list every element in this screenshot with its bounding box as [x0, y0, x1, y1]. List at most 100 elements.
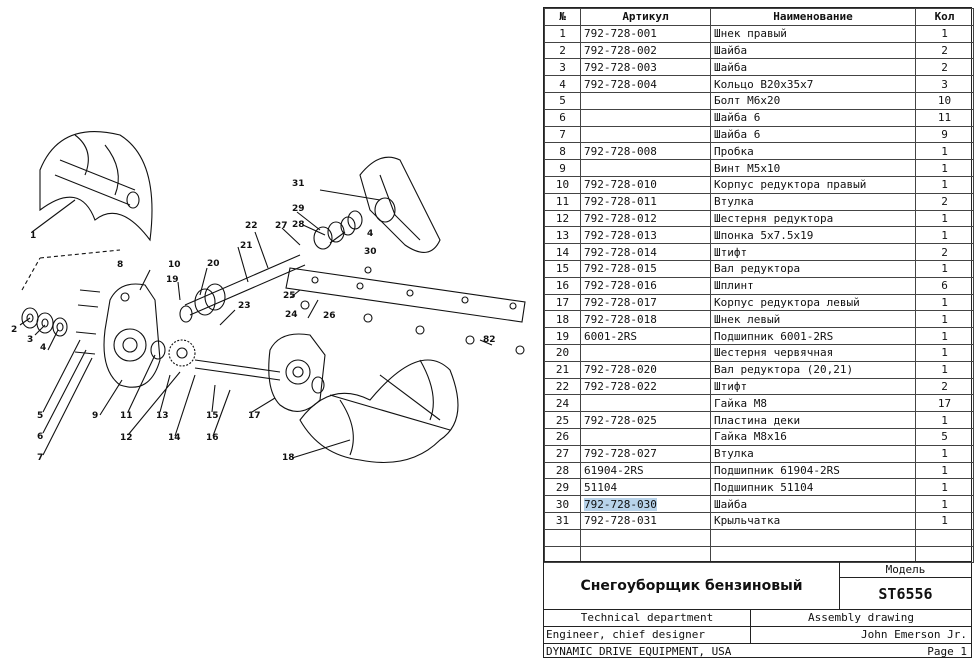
callout-23: 23 — [238, 301, 251, 311]
row-no: 28 — [544, 461, 581, 480]
row-article: 792-728-022 — [580, 377, 711, 396]
row-article: 792-728-018 — [580, 310, 711, 329]
table-row — [544, 528, 974, 547]
row-no: 25 — [544, 411, 581, 429]
row-qty — [915, 545, 974, 564]
row-name: Шнек правый — [710, 24, 916, 43]
row-name: Шайба — [710, 58, 916, 77]
title-row-dept: Technical department Assembly drawing — [544, 609, 971, 626]
callout-25: 25 — [283, 291, 296, 301]
callout-6: 6 — [37, 432, 43, 442]
callout-30: 30 — [364, 247, 377, 257]
row-article — [580, 394, 711, 413]
row-no: 26 — [544, 427, 581, 446]
row-name: Шнек левый — [710, 310, 916, 329]
row-no: 19 — [544, 327, 581, 345]
row-article: 792-728-004 — [580, 75, 711, 93]
row-article — [580, 125, 711, 144]
row-article: 792-728-025 — [580, 411, 711, 429]
deck-plate — [285, 267, 526, 323]
row-qty: 10 — [915, 91, 974, 110]
model-label: Модель — [840, 562, 971, 578]
row-no: 1 — [544, 24, 581, 43]
row-qty: 1 — [915, 411, 974, 429]
row-name: Пробка — [710, 142, 916, 161]
callout-19: 19 — [166, 275, 179, 285]
header-name: Наименование — [710, 8, 916, 26]
row-no: 2 — [544, 41, 581, 60]
callout-82: 82 — [483, 335, 496, 345]
department: Technical department — [544, 610, 751, 626]
row-article: 6001-2RS — [580, 327, 711, 345]
row-qty: 1 — [915, 209, 974, 228]
row-qty: 9 — [915, 125, 974, 144]
row-article: 792-728-001 — [580, 24, 711, 43]
row-name: Вал редуктора (20,21) — [710, 360, 916, 379]
auger-left — [299, 359, 459, 463]
callout-21: 21 — [240, 241, 253, 251]
row-name: Шестерня редуктора — [710, 209, 916, 228]
row-name: Шайба 6 — [710, 125, 916, 144]
row-name: Болт M6x20 — [710, 91, 916, 110]
row-article: 792-728-031 — [580, 511, 711, 530]
product-title: Снегоуборщик бензиновый — [544, 562, 840, 609]
row-article: 792-728-010 — [580, 175, 711, 194]
row-article — [580, 159, 711, 177]
impeller — [359, 156, 441, 253]
row-name: Крыльчатка — [710, 511, 916, 530]
row-name: Шайба — [710, 41, 916, 60]
callout-27: 27 — [275, 221, 288, 231]
row-qty: 1 — [915, 226, 974, 245]
table-row — [544, 545, 974, 564]
callout-4: 4 — [40, 343, 46, 353]
row-name: Штифт — [710, 377, 916, 396]
row-no: 8 — [544, 142, 581, 161]
row-qty: 1 — [915, 495, 974, 513]
row-article: 51104 — [580, 478, 711, 497]
row-name: Вал редуктора — [710, 259, 916, 278]
row-name: Подшипник 6001-2RS — [710, 327, 916, 345]
assembly-drawing: 1 2 3 4 5 6 7 8 9 10 11 12 13 14 15 16 1… — [11, 131, 526, 463]
callout-14: 14 — [168, 433, 181, 443]
row-qty: 2 — [915, 58, 974, 77]
row-name: Шплинт — [710, 276, 916, 295]
header-no: № — [544, 8, 581, 26]
row-no: 22 — [544, 377, 581, 396]
row-no: 7 — [544, 125, 581, 144]
row-qty: 5 — [915, 427, 974, 446]
callout-7: 7 — [37, 453, 43, 463]
row-article: 792-728-014 — [580, 243, 711, 261]
callout-1: 1 — [30, 231, 36, 241]
callout-13: 13 — [156, 411, 169, 421]
gearbox-housing-right — [103, 283, 161, 388]
row-qty: 2 — [915, 243, 974, 261]
row-no: 10 — [544, 175, 581, 194]
row-qty: 1 — [915, 360, 974, 379]
row-no: 14 — [544, 243, 581, 261]
row-name: Гайка M8x16 — [710, 427, 916, 446]
role: Engineer, chief designer — [544, 627, 751, 643]
row-qty: 6 — [915, 276, 974, 295]
row-article: 61904-2RS — [580, 461, 711, 480]
row-no: 21 — [544, 360, 581, 379]
row-name: Втулка — [710, 192, 916, 211]
selected-article[interactable]: 792-728-030 — [584, 497, 657, 511]
